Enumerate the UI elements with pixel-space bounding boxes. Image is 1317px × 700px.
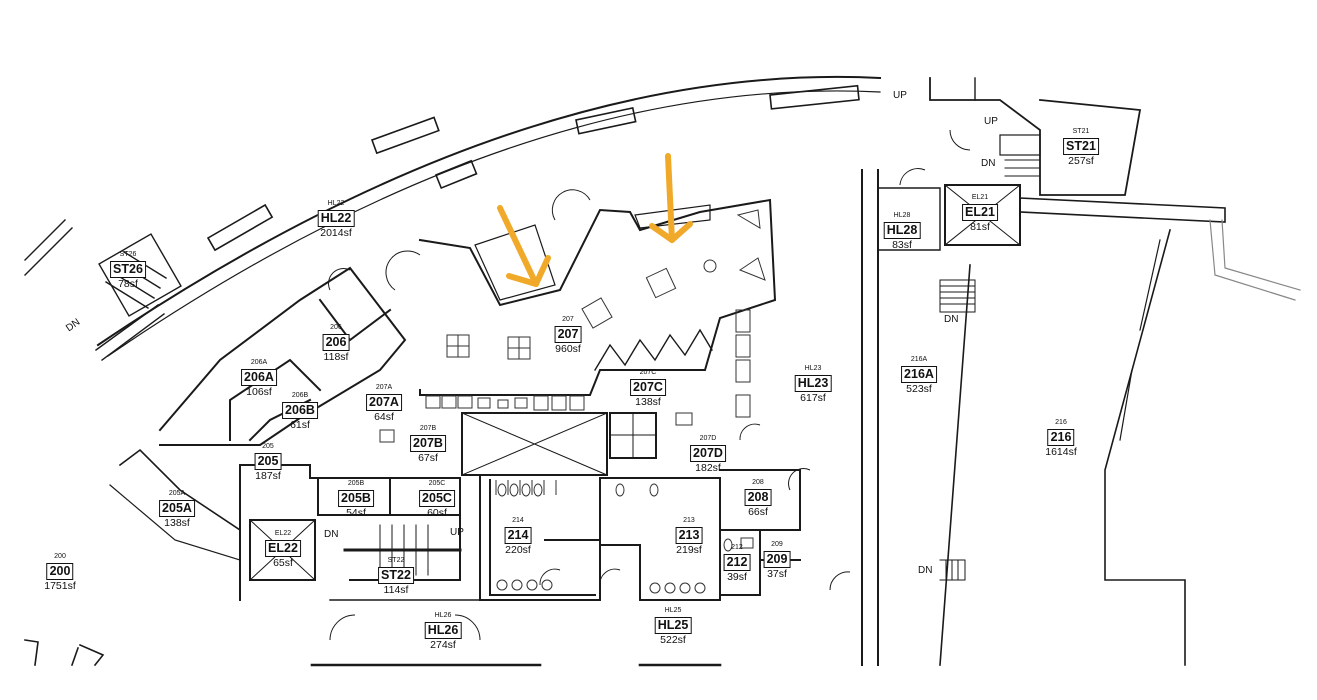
stair-label-dn-st21: DN: [981, 158, 996, 169]
stair-label-dn-216a: DN: [918, 565, 933, 576]
stair-label-dn-hl28: DN: [944, 314, 959, 325]
orange-arrow-left: [497, 205, 551, 287]
curved-facade-wall: [96, 75, 882, 347]
stair-label-up-top: UP: [893, 90, 907, 101]
stair-label-up-st21: UP: [984, 116, 998, 127]
stair-label-up-st22: UP: [450, 527, 464, 538]
orange-arrow-right: [649, 153, 693, 243]
stair-st26: [24, 219, 182, 361]
stair-label-dn-st22: DN: [324, 529, 339, 540]
